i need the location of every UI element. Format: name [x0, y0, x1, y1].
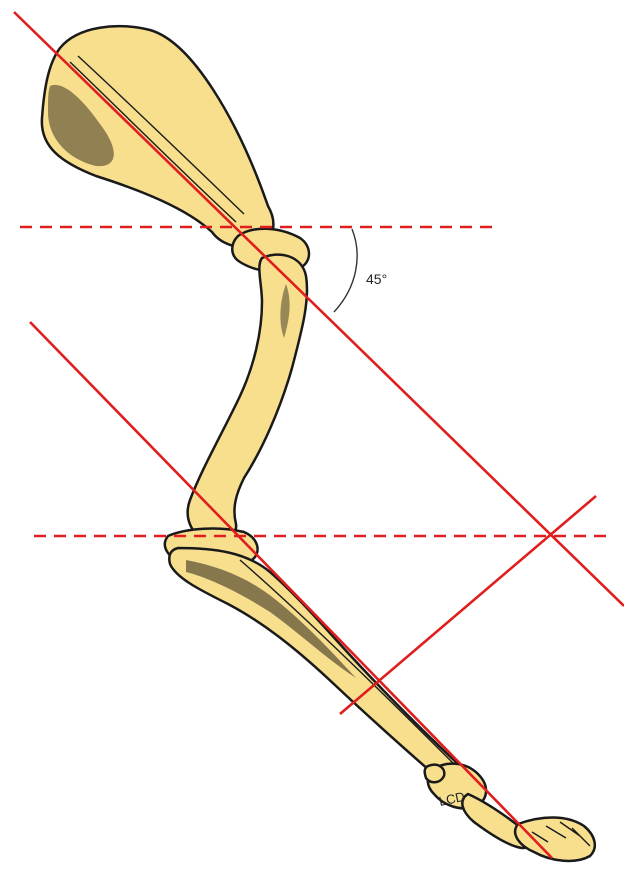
angle-label: 45°	[366, 271, 387, 287]
forearm-axis-line	[30, 322, 552, 858]
forearm-bones	[169, 548, 468, 789]
scapular-axis-line	[14, 12, 624, 606]
perpendicular-line	[340, 496, 596, 714]
accessory-carpal	[425, 765, 445, 783]
limb-skeleton	[42, 26, 595, 861]
angle-arc	[334, 229, 357, 312]
